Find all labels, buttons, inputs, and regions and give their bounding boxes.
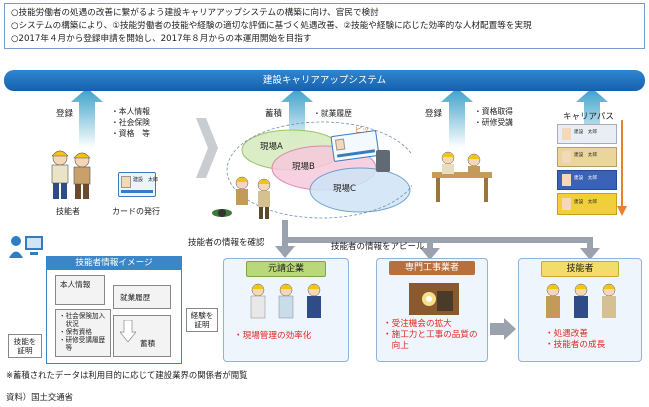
career-card-name: 建設 太郎 (574, 153, 597, 158)
flow-lines (275, 220, 600, 260)
insurance-box: ・社会保険加入 状況 ・保有資格 ・研修受講履歴 等 (55, 309, 111, 357)
worker-header: 技能者 (541, 261, 619, 277)
skill-info-title: 技能者情報イメージ (47, 257, 181, 270)
site-b-label: 現場B (292, 162, 315, 172)
worker-benefit: ・処遇改善 (545, 329, 588, 339)
card-reader-device (376, 150, 390, 172)
worker-illustration (51, 150, 91, 199)
career-label: キャリアパス (563, 112, 614, 122)
specialist-header: 専門工事業者 (389, 261, 475, 275)
card-name: 建設 太郎 (133, 177, 159, 183)
chevron-right-icon (196, 118, 218, 178)
accum-label: 蓄積 (140, 339, 156, 348)
card-caption: カードの発行 (112, 207, 160, 216)
work-history-label: 就業履歴 (120, 293, 151, 302)
card-stripe (337, 149, 376, 158)
worker-benefit: ・技能者の成長 (545, 340, 606, 350)
skill-proof-note: 技能を 証明 (8, 334, 42, 358)
site-c-label: 現場C (333, 184, 356, 194)
accum-box: 蓄積 (113, 315, 171, 357)
specialist-benefit: 向上 (383, 341, 409, 351)
worker-box: 技能者 ・処遇改善 ・技能者の成長 (518, 258, 642, 362)
register-items-left: ・本人情報 ・社会保険 ・資格 等 (111, 106, 150, 139)
flow-appeal-label: 技能者の情報をアピール (331, 242, 425, 252)
prime-workers-illustration (250, 283, 321, 319)
card-photo (562, 198, 571, 210)
card-stripe (121, 190, 153, 193)
register-item: ・資格 等 (111, 129, 150, 138)
insurance-item: ・保有資格 (59, 328, 92, 336)
career-card-4: 建設 太郎 (557, 193, 617, 215)
register-item: ・資格取得 (474, 107, 513, 116)
register-item: ・研修受講 (474, 118, 513, 127)
arrow-register-2 (441, 88, 473, 148)
insurance-item: 等 (59, 344, 73, 352)
id-card: 建設 太郎 (118, 172, 159, 197)
register-label-left: 登録 (56, 109, 74, 119)
welder-illustration (409, 283, 459, 315)
arrow-down-icon (120, 320, 136, 342)
accumulate-history: ・就業履歴 (313, 109, 352, 118)
source-note: 資料）国土交通省 (6, 392, 73, 402)
summary-line-3: ○2017年４月から登録申請を開始し、2017年８月からの本運用開始を目指す (11, 34, 312, 44)
computer-icon (9, 236, 43, 258)
specialist-contractor-box: 専門工事業者 ・受注機会の拡大 ・施工力と工事の品質の 向上 (376, 258, 488, 362)
career-card-1: 建設 太郎 (557, 124, 617, 144)
card-photo (562, 174, 571, 186)
specialist-benefit: ・施工力と工事の品質の (383, 330, 478, 340)
summary-box: ○技能労働者の処遇の改善に繋がるよう建設キャリアアップシステムの構築に向け、官民… (4, 3, 645, 49)
skill-proof-line: 証明 (17, 346, 33, 355)
work-history-box: 就業履歴 (113, 285, 171, 309)
card-photo (562, 128, 571, 140)
register-items-right: ・資格取得 ・研修受講 (474, 106, 513, 128)
specialist-benefit: ・受注機会の拡大 (383, 319, 452, 329)
card-photo (121, 176, 131, 188)
career-card-name: 建設 太郎 (574, 130, 597, 135)
register-item: ・社会保険 (111, 118, 150, 127)
training-illustration (432, 151, 492, 202)
experience-proof-line: 証明 (194, 320, 210, 329)
career-cards: 建設 太郎 建設 太郎 建設 太郎 建設 太郎 (557, 124, 617, 222)
card-photo (562, 151, 571, 163)
personal-info-label: 本人情報 (60, 280, 91, 289)
sites-diagram (226, 121, 412, 219)
site-workers-illustration (212, 176, 271, 219)
summary-line-1: ○技能労働者の処遇の改善に繋がるよう建設キャリアアップシステムの構築に向け、官民… (11, 8, 379, 18)
insurance-item: 状況 (59, 320, 79, 328)
worker-group-illustration (546, 283, 616, 318)
insurance-item: ・研修受講履歴 (59, 336, 106, 344)
experience-proof-line: 経験を (190, 311, 214, 320)
specialist-benefits: ・受注機会の拡大 ・施工力と工事の品質の 向上 (383, 319, 478, 352)
system-bar: 建設キャリアアップシステム (4, 70, 645, 91)
site-a-label: 現場A (260, 142, 283, 152)
prime-contractor-box: 元請企業 ・現場管理の効率化 (223, 258, 349, 362)
personal-info-box: 本人情報 (55, 275, 105, 305)
prime-benefits: ・現場管理の効率化 (234, 331, 311, 342)
insurance-item: ・社会保険加入 (59, 312, 106, 320)
summary-line-2: ○システムの構築により、①技能労働者の技能や経験の適切な評価に基づく処遇改善、②… (11, 21, 532, 31)
career-card-3: 建設 太郎 (557, 170, 617, 190)
worker-caption: 技能者 (56, 207, 80, 216)
prime-header: 元請企業 (246, 261, 326, 277)
prime-benefit: ・現場管理の効率化 (234, 331, 312, 341)
skill-info-panel: 技能者情報イメージ 本人情報 就業履歴 ・社会保険加入 状況 ・保有資格 ・研修… (46, 256, 182, 364)
accumulate-label: 蓄積 (265, 109, 283, 119)
career-card-name: 建設 太郎 (574, 200, 597, 205)
register-item: ・本人情報 (111, 107, 150, 116)
worker-benefits: ・処遇改善 ・技能者の成長 (545, 329, 605, 351)
experience-proof-note: 経験を 証明 (186, 308, 218, 332)
register-label-right: 登録 (425, 109, 443, 119)
footnote: ※蓄積されたデータは利用目的に応じて建設業界の関係者が閲覧 (6, 370, 248, 380)
card-photo (334, 138, 346, 151)
skill-proof-line: 技能を (13, 337, 37, 346)
career-card-name: 建設 太郎 (574, 176, 597, 181)
scan-sound: ピッ (355, 126, 369, 134)
career-card-2: 建設 太郎 (557, 147, 617, 167)
arrow-right-icon (490, 318, 516, 340)
flow-confirm-label: 技能者の情報を確認 (188, 238, 265, 248)
career-down-arrow (617, 120, 627, 216)
arrow-register-1 (71, 88, 103, 148)
